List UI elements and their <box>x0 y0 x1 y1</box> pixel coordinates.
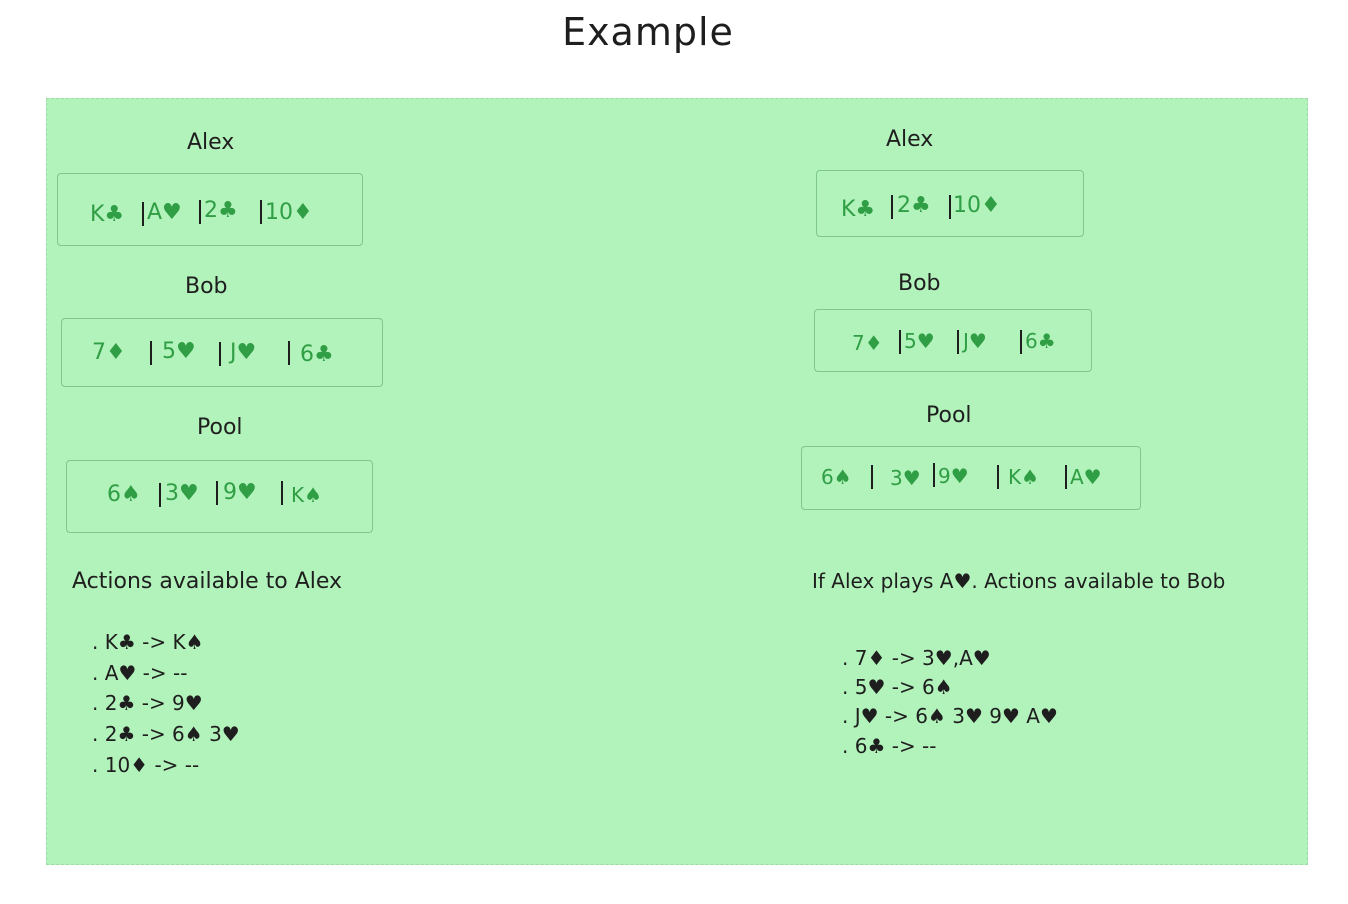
card-separator <box>997 465 999 489</box>
left-action-item: . 2♣ -> 9♥ <box>92 691 203 715</box>
left-action-item: . 2♣ -> 6♠ 3♥ <box>92 722 240 746</box>
card: 3♥ <box>165 481 199 506</box>
card-separator <box>949 195 951 219</box>
card-separator <box>957 330 959 354</box>
card: K♣ <box>90 202 125 227</box>
right-action-item: . 7♦ -> 3♥,A♥ <box>842 646 991 670</box>
card: J♥ <box>230 340 257 365</box>
left-alex-hand: K♣ A♥ 2♣ 10♦ <box>57 173 363 246</box>
card: J♥ <box>963 329 987 353</box>
card: 5♥ <box>904 329 935 353</box>
card: 7♦ <box>92 340 126 365</box>
card: 6♠ <box>821 465 852 489</box>
card-separator <box>216 481 218 505</box>
card: K♠ <box>1008 465 1040 489</box>
card-separator <box>142 202 144 226</box>
card: 3♥ <box>890 466 921 490</box>
left-action-item: . K♣ -> K♠ <box>92 630 204 654</box>
left-pool-label: Pool <box>197 415 243 440</box>
card-separator <box>260 200 262 224</box>
card-separator <box>871 465 873 489</box>
card: 6♠ <box>107 482 141 507</box>
page-title: Example <box>562 10 734 54</box>
card: 6♣ <box>300 342 334 367</box>
right-alex-hand: K♣ 2♣ 10♦ <box>816 170 1084 237</box>
left-bob-hand: 7♦ 5♥ J♥ 6♣ <box>61 318 383 387</box>
card-separator <box>1020 330 1022 354</box>
card-separator <box>288 341 290 365</box>
card-separator <box>891 195 893 219</box>
card: 6♣ <box>1025 329 1056 353</box>
right-actions-heading: If Alex plays A♥. Actions available to B… <box>812 569 1226 593</box>
card: 10♦ <box>265 200 313 225</box>
left-bob-label: Bob <box>185 274 228 299</box>
left-alex-label: Alex <box>187 130 235 155</box>
right-bob-hand: 7♦ 5♥ J♥ 6♣ <box>814 309 1092 372</box>
card: 5♥ <box>162 339 196 364</box>
card-separator <box>1065 465 1067 489</box>
card-separator <box>899 330 901 354</box>
card: 9♥ <box>223 480 257 505</box>
right-pool-hand: 6♠ 3♥ 9♥ K♠ A♥ <box>801 446 1141 510</box>
card-separator <box>150 341 152 365</box>
left-action-item: . 10♦ -> -- <box>92 753 200 777</box>
right-alex-label: Alex <box>886 127 934 152</box>
left-pool-hand: 6♠ 3♥ 9♥ K♠ <box>66 460 373 533</box>
card-separator <box>281 481 283 505</box>
card: 9♥ <box>938 464 969 488</box>
card: A♥ <box>1070 465 1102 489</box>
right-pool-label: Pool <box>926 403 972 428</box>
right-action-item: . 6♣ -> -- <box>842 734 937 758</box>
card: K♣ <box>841 197 876 222</box>
card: 2♣ <box>204 198 238 223</box>
card-separator <box>219 342 221 366</box>
card: 10♦ <box>953 193 1001 218</box>
card-separator <box>199 200 201 224</box>
green-board <box>46 98 1308 865</box>
left-action-item: . A♥ -> -- <box>92 661 188 685</box>
card-separator <box>159 483 161 507</box>
right-action-item: . 5♥ -> 6♠ <box>842 675 953 699</box>
right-action-item: . J♥ -> 6♠ 3♥ 9♥ A♥ <box>842 704 1058 728</box>
card: K♠ <box>291 483 323 507</box>
card: A♥ <box>147 200 182 225</box>
left-actions-heading: Actions available to Alex <box>72 569 343 594</box>
card: 7♦ <box>852 331 883 355</box>
right-bob-label: Bob <box>898 271 941 296</box>
card-separator <box>933 463 935 487</box>
card: 2♣ <box>897 193 931 218</box>
